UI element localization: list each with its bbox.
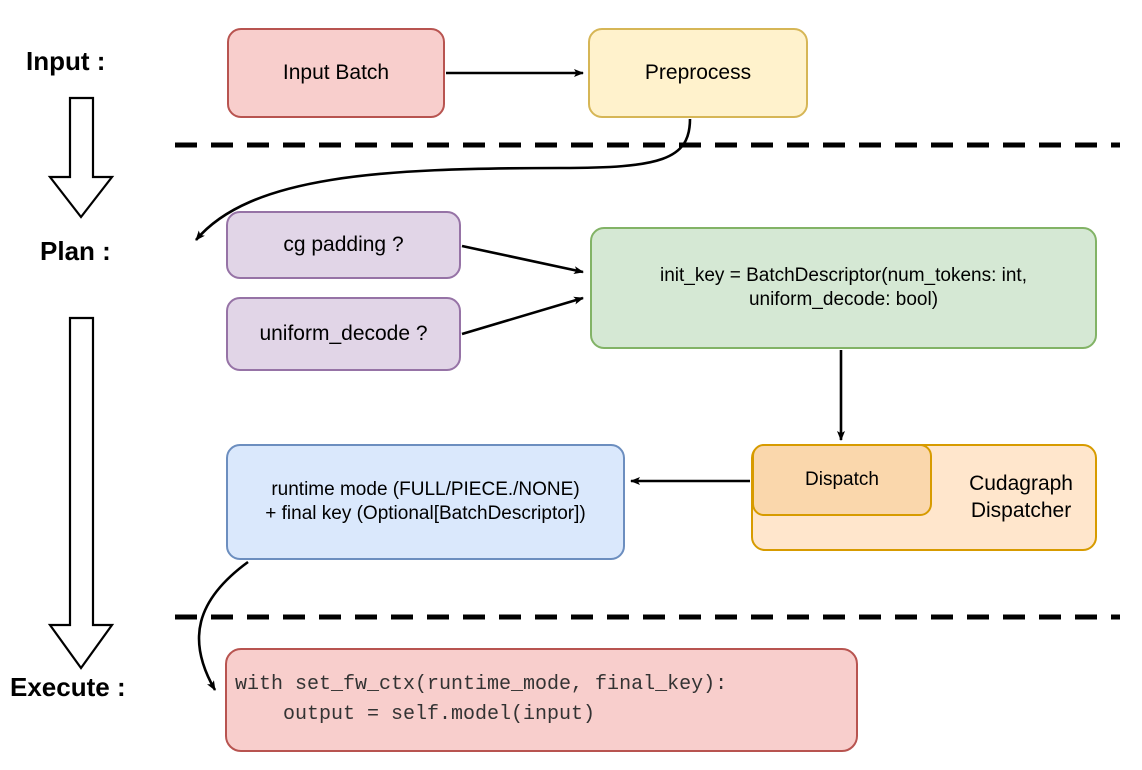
node-runtime-mode-text: runtime mode (FULL/PIECE./NONE) + final … <box>265 478 586 526</box>
stage-label-plan: Plan : <box>40 236 111 266</box>
node-execute-code-line1: with set_fw_ctx(runtime_mode, final_key)… <box>235 673 728 696</box>
node-execute-code-line2: output = self.model(input) <box>235 703 596 726</box>
node-execute-code-text: with set_fw_ctx(runtime_mode, final_key)… <box>235 670 727 730</box>
node-init-key-text: init_key = BatchDescriptor(num_tokens: i… <box>660 264 1027 312</box>
node-cudagraph-dispatcher-line1: Cudagraph <box>969 472 1073 496</box>
node-uniform-decode-label: uniform_decode ? <box>259 321 428 345</box>
node-dispatch-label: Dispatch <box>805 469 879 491</box>
stage-arrow-input-to-plan <box>47 96 115 219</box>
node-input-batch-label: Input Batch <box>282 60 390 84</box>
node-runtime-mode[interactable]: runtime mode (FULL/PIECE./NONE) + final … <box>226 444 625 560</box>
node-runtime-mode-line1: runtime mode (FULL/PIECE./NONE) <box>271 479 580 501</box>
node-execute-code[interactable]: with set_fw_ctx(runtime_mode, final_key)… <box>225 648 858 752</box>
node-cg-padding-label: cg padding ? <box>283 232 404 256</box>
arrow-cg-padding-to-init-key <box>461 244 584 275</box>
node-uniform-decode[interactable]: uniform_decode ? <box>226 297 461 371</box>
arrow-uniform-decode-to-init-key <box>461 296 584 336</box>
node-cg-padding[interactable]: cg padding ? <box>226 211 461 279</box>
node-init-key[interactable]: init_key = BatchDescriptor(num_tokens: i… <box>590 227 1097 349</box>
stage-label-input: Input : <box>26 46 106 76</box>
node-preprocess[interactable]: Preprocess <box>588 28 808 118</box>
node-init-key-line1: init_key = BatchDescriptor(num_tokens: i… <box>660 265 1027 287</box>
node-cudagraph-dispatcher-text: Cudagraph Dispatcher <box>969 471 1073 524</box>
node-dispatch[interactable]: Dispatch <box>752 444 932 516</box>
node-cudagraph-dispatcher-line2: Dispatcher <box>970 498 1072 522</box>
stage-label-execute: Execute : <box>10 672 126 702</box>
node-input-batch[interactable]: Input Batch <box>227 28 445 118</box>
node-preprocess-label: Preprocess <box>644 60 752 84</box>
node-init-key-line2: uniform_decode: bool) <box>748 289 939 310</box>
stage-arrow-plan-to-execute <box>47 316 115 670</box>
node-runtime-mode-line2: + final key (Optional[BatchDescriptor]) <box>265 503 586 524</box>
